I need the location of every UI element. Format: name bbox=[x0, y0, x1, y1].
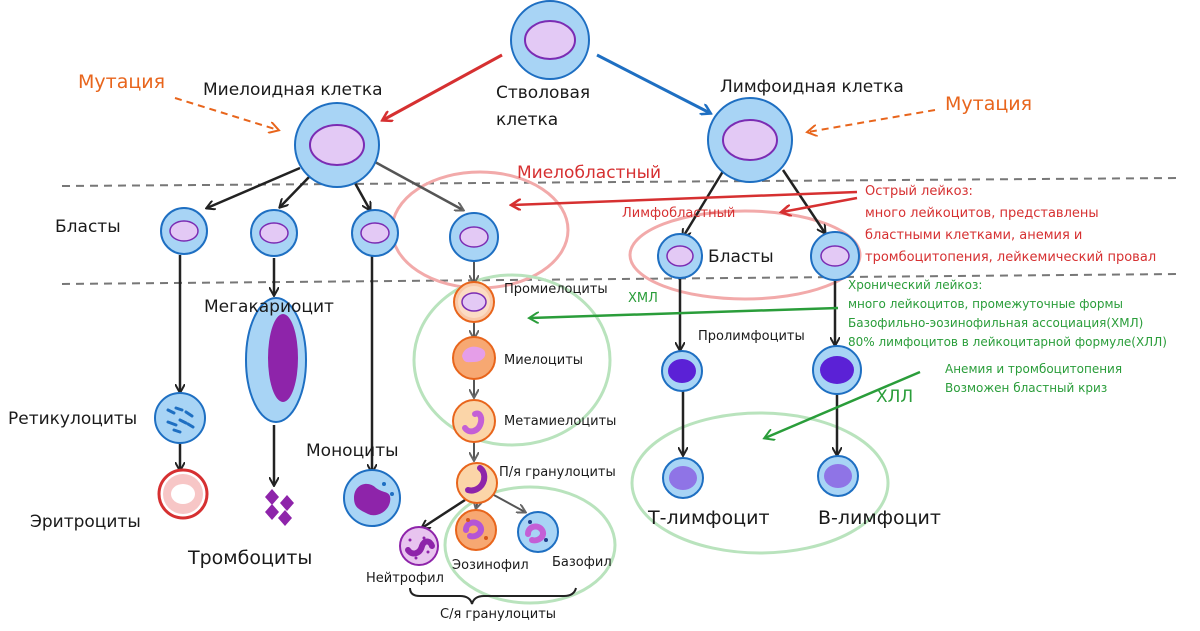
separator-line bbox=[61, 177, 1181, 187]
stem-cell-label: Стволовая bbox=[496, 83, 590, 103]
arrow bbox=[280, 173, 313, 207]
reticulocyte-cell bbox=[154, 392, 206, 444]
granulocyte-brace bbox=[409, 587, 577, 605]
b-lymphocyte-cell bbox=[817, 455, 859, 497]
chronic-arrow-cml bbox=[530, 306, 839, 318]
t-lymphocyte-cell bbox=[662, 457, 704, 499]
monocytes-label: Моноциты bbox=[306, 441, 399, 461]
megakaryocyte-cell bbox=[245, 297, 307, 423]
blast-cell bbox=[250, 209, 298, 257]
chronic-arrow-cll bbox=[765, 370, 921, 438]
arrow bbox=[491, 493, 525, 512]
thrombocyte-cluster bbox=[265, 489, 294, 526]
stem-cell bbox=[510, 0, 590, 80]
reticulocytes-label: Ретикулоциты bbox=[8, 409, 137, 429]
prolymphocyte-cell bbox=[661, 350, 703, 392]
arrow-stem-to-myeloid bbox=[383, 53, 503, 120]
arrow bbox=[374, 160, 463, 210]
lymphoblastic-highlight bbox=[628, 209, 862, 301]
promyelocytes-label: Промиелоциты bbox=[504, 282, 608, 297]
erythrocyte-cell bbox=[157, 468, 209, 520]
cml-highlight bbox=[412, 273, 612, 447]
metamyelocytes-label: Метамиелоциты bbox=[504, 414, 616, 429]
myeloid-cell-label: Миелоидная клетка bbox=[203, 80, 383, 100]
prolymphocytes-label: Пролимфоциты bbox=[698, 329, 805, 344]
monocyte-cell bbox=[343, 469, 401, 527]
lymphoid-cell bbox=[707, 97, 793, 183]
myeloblastic-label: Миелобластный bbox=[517, 163, 661, 183]
band-granulocyte-cell bbox=[456, 462, 498, 504]
myelocyte-cell bbox=[452, 336, 496, 380]
cml-label: ХМЛ bbox=[628, 291, 658, 306]
blast-cell bbox=[449, 212, 499, 262]
eosinophil-cell bbox=[455, 509, 497, 551]
lymphoblastic-label: Лимфобластный bbox=[622, 206, 735, 221]
lymphoid-cell-label: Лимфоидная клетка bbox=[720, 77, 904, 97]
blasts-label: Бласты bbox=[708, 247, 774, 267]
neutrophil-cell bbox=[399, 526, 439, 566]
mutation-label: Мутация bbox=[78, 71, 165, 93]
band-granulocytes-label: П/я гранулоциты bbox=[499, 465, 616, 480]
stem-cell-label: клетка bbox=[496, 110, 558, 130]
erythrocytes-label: Эритроциты bbox=[30, 512, 141, 532]
separator-line bbox=[61, 273, 1181, 285]
arrow bbox=[683, 167, 727, 237]
arrow-stem-to-lymphoid bbox=[596, 53, 710, 113]
myeloid-cell bbox=[294, 102, 380, 188]
mutation-label: Мутация bbox=[945, 93, 1032, 115]
t-lymphocyte-label: Т-лимфоцит bbox=[647, 507, 770, 529]
chronic-leukemia-note: Хронический лейкоз: много лейкоцитов, пр… bbox=[848, 278, 1167, 349]
blast-cell bbox=[810, 231, 860, 281]
acute-arrow-lymphoblastic bbox=[782, 196, 858, 212]
mutation-arrow-left bbox=[174, 97, 278, 130]
blast-cell bbox=[351, 209, 399, 257]
blasts-label: Бласты bbox=[55, 217, 121, 237]
eosinophil-label: Эозинофил bbox=[452, 558, 529, 573]
prolymphocyte-cell bbox=[812, 345, 862, 395]
anemia-note: Анемия и тромбоцитопения Возможен бластн… bbox=[945, 362, 1126, 395]
arrow bbox=[781, 169, 825, 233]
metamyelocyte-cell bbox=[452, 399, 496, 443]
cll-label: ХЛЛ bbox=[876, 387, 913, 407]
basophil-cell bbox=[517, 511, 559, 553]
basophil-label: Базофил bbox=[552, 555, 612, 570]
blast-cell bbox=[657, 233, 703, 279]
blast-cell bbox=[160, 207, 208, 255]
arrow bbox=[422, 498, 466, 528]
promyelocyte-cell bbox=[453, 281, 495, 323]
granulocyte-highlight bbox=[443, 485, 617, 605]
b-lymphocyte-label: В-лимфоцит bbox=[818, 507, 941, 529]
acute-leukemia-note: Острый лейкоз: много лейкоцитов, предста… bbox=[865, 184, 1156, 265]
neutrophil-label: Нейтрофил bbox=[366, 571, 444, 586]
segmented-granulocytes-label: С/я гранулоциты bbox=[440, 607, 556, 622]
megakaryocyte-label: Мегакариоцит bbox=[204, 297, 334, 317]
cll-highlight bbox=[630, 411, 890, 555]
thrombocytes-label: Тромбоциты bbox=[187, 547, 312, 569]
acute-arrow-myeloblastic bbox=[512, 190, 858, 205]
mutation-arrow-right bbox=[808, 109, 936, 132]
arrow bbox=[207, 166, 301, 208]
myelocytes-label: Миелоциты bbox=[504, 353, 583, 368]
